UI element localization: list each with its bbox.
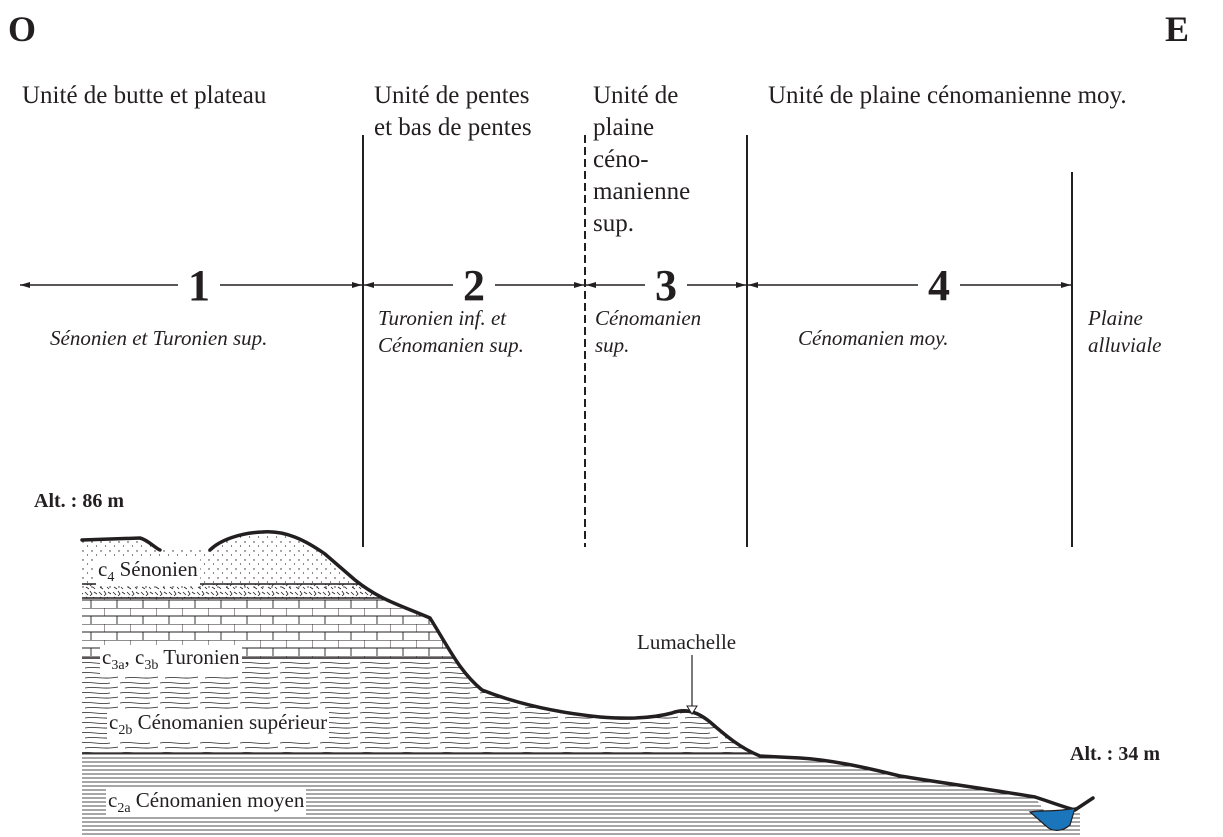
unit-4-number: 4 [918,260,960,311]
unit-2-stage: Turonien inf. et Cénomanien sup. [378,306,524,357]
layer-breccia-fill [82,584,1080,598]
lumachelle-label: Lumachelle [637,630,737,654]
alluvial-plain-label: Plaine alluviale [1088,306,1162,357]
layer-label-c2b: c2b Cénomanien supérieur [107,710,330,740]
layer-label-c3: c3a, c3b Turonien [100,645,242,675]
west-label: O [8,9,37,49]
unit-3-number: 3 [645,260,687,311]
unit-2-title: Unité de pentes et bas de pentes [374,82,532,141]
topographic-profile [80,530,1095,812]
altitude-low-label: Alt. : 34 m [1070,743,1160,765]
layer-label-c4: c4 Sénonien [96,557,200,587]
unit-4-stage: Cénomanien moy. [798,326,949,350]
unit-3-stage: Cénomanien sup. [595,306,702,357]
east-label: E [1165,9,1190,49]
unit-4-title: Unité de plaine cénomanienne moy. [768,82,1127,109]
unit-3-title: Unité de plaine céno- manienne sup. [593,82,691,237]
lumachelle-pointer-arrow [686,705,698,715]
unit-1-number: 1 [178,260,220,311]
unit-2-number: 2 [453,260,495,311]
layer-label-c2a: c2a Cénomanien moyen [106,788,307,818]
layer-c4-fill [82,531,1080,588]
unit-1-stage: Sénonien et Turonien sup. [50,326,268,350]
river-water [1028,807,1076,831]
altitude-high-label: Alt. : 86 m [34,490,124,512]
unit-1-title: Unité de butte et plateau [22,82,267,109]
